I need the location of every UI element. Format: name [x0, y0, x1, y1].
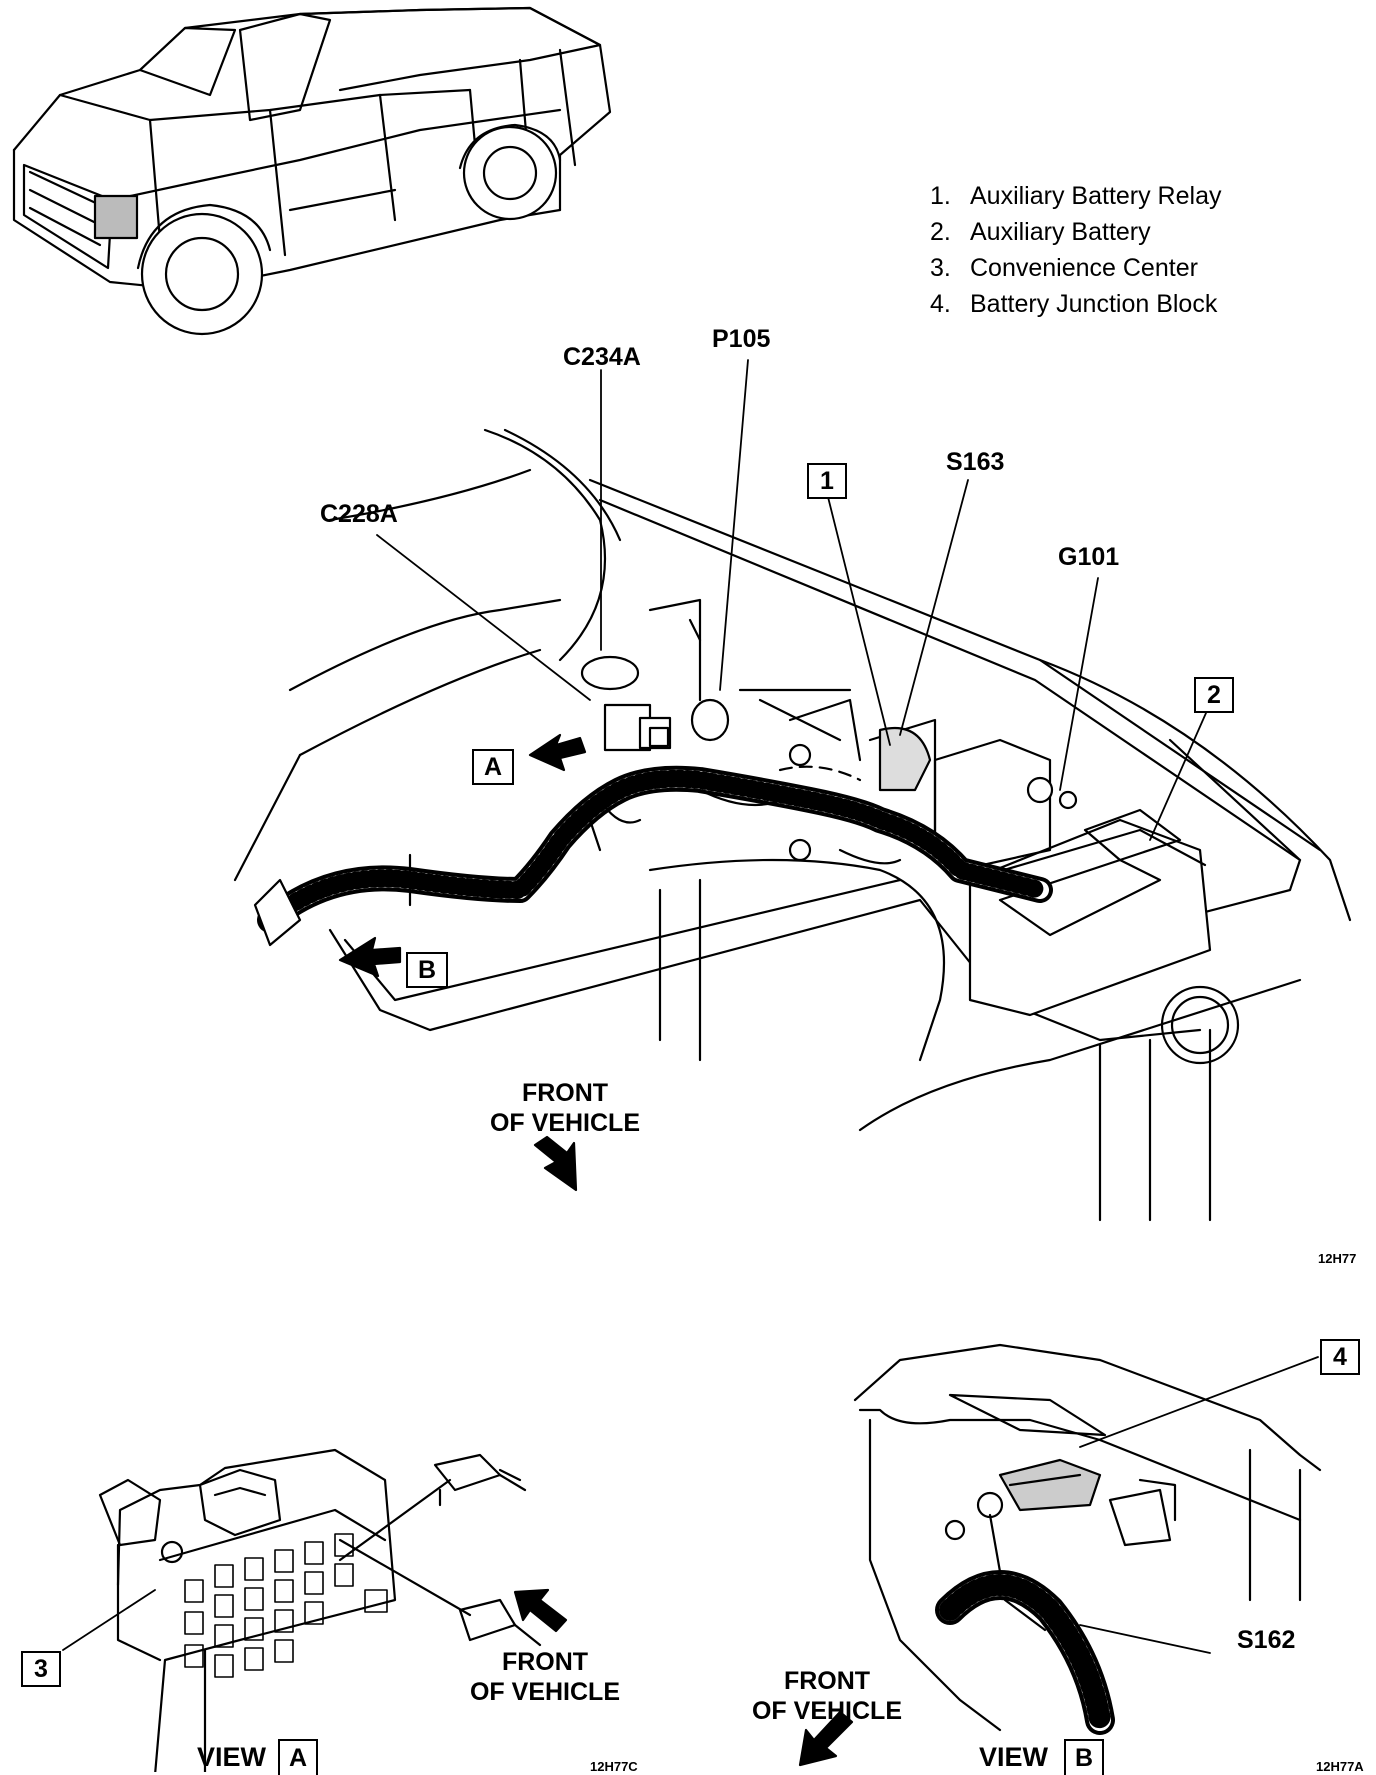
callout-leader-lines — [62, 359, 1319, 1654]
legend-number: 1. — [930, 182, 951, 210]
pickup-truck-illustration — [12, 6, 612, 336]
callout-s162: S162 — [1237, 1626, 1296, 1654]
legend-text: Auxiliary Battery Relay — [970, 182, 1222, 210]
front-label-line2: OF VEHICLE — [489, 1109, 640, 1137]
front-of-vehicle-label-view-a: FRONT OF VEHICLE — [450, 1647, 640, 1707]
legend-number: 4. — [930, 290, 951, 318]
front-of-vehicle-label-main: FRONT OF VEHICLE — [470, 1078, 660, 1138]
front-label-line2: OF VEHICLE — [469, 1678, 620, 1706]
legend-text: Convenience Center — [970, 254, 1198, 282]
view-b-title: VIEW — [979, 1742, 1049, 1772]
figure-code-main: 12H77 — [1318, 1251, 1357, 1266]
view-callout-arrows — [338, 733, 854, 1767]
view-b-junction-block-illustration — [853, 1343, 1322, 1735]
engine-compartment-illustration — [233, 428, 1352, 1222]
legend-text: Battery Junction Block — [970, 290, 1218, 318]
leader-item1 — [827, 496, 891, 746]
front-label-line1: FRONT — [783, 1667, 871, 1695]
legend-item: 2. Auxiliary Battery — [930, 214, 1221, 250]
callout-c228a: C228A — [320, 500, 398, 528]
legend-item: 4. Battery Junction Block — [930, 286, 1221, 322]
front-label-line2: OF VEHICLE — [751, 1697, 902, 1725]
leader-s163 — [899, 479, 969, 736]
front-label-line1: FRONT — [501, 1648, 589, 1676]
arrow-front-main — [533, 1135, 578, 1192]
legend-number: 2. — [930, 218, 951, 246]
front-of-vehicle-label-view-b: FRONT OF VEHICLE — [732, 1666, 922, 1726]
legend-text: Auxiliary Battery — [970, 218, 1151, 246]
figure-code-view-a: 12H77C — [590, 1759, 638, 1774]
legend-number: 3. — [930, 254, 951, 282]
view-a-callout-box: A — [472, 749, 514, 785]
callout-p105: P105 — [712, 325, 771, 353]
legend-item: 3. Convenience Center — [930, 250, 1221, 286]
arrow-front-view-b — [798, 1710, 854, 1767]
arrow-front-view-a — [513, 1588, 568, 1633]
view-a-title: VIEW — [197, 1742, 267, 1772]
callout-g101: G101 — [1058, 543, 1120, 571]
leader-s162 — [1079, 1624, 1211, 1654]
component-legend: 1. Auxiliary Battery Relay 2. Auxiliary Ba… — [930, 178, 1221, 322]
view-b-title-box: B — [1064, 1739, 1104, 1775]
view-a-convenience-center-illustration — [98, 1448, 542, 1772]
leader-g101 — [1059, 577, 1099, 791]
item-number-box-4: 4 — [1320, 1339, 1360, 1375]
figure-code-view-b: 12H77A — [1316, 1759, 1364, 1774]
leader-c228a — [376, 534, 591, 701]
leader-item2 — [1149, 712, 1207, 841]
front-label-line1: FRONT — [521, 1079, 609, 1107]
arrow-to-view-b — [338, 936, 402, 978]
view-a-title-box: A — [278, 1739, 318, 1775]
item-number-box-3: 3 — [21, 1651, 61, 1687]
leader-item3 — [62, 1589, 156, 1651]
leader-item4 — [1079, 1356, 1319, 1448]
item-number-box-1: 1 — [807, 463, 847, 499]
view-b-callout-box: B — [406, 952, 448, 988]
item-number-box-2: 2 — [1194, 677, 1234, 713]
callout-c234a: C234A — [563, 343, 641, 371]
leader-p105 — [719, 359, 749, 691]
arrow-to-view-a — [528, 733, 587, 772]
legend-item: 1. Auxiliary Battery Relay — [930, 178, 1221, 214]
callout-s163: S163 — [946, 448, 1005, 476]
